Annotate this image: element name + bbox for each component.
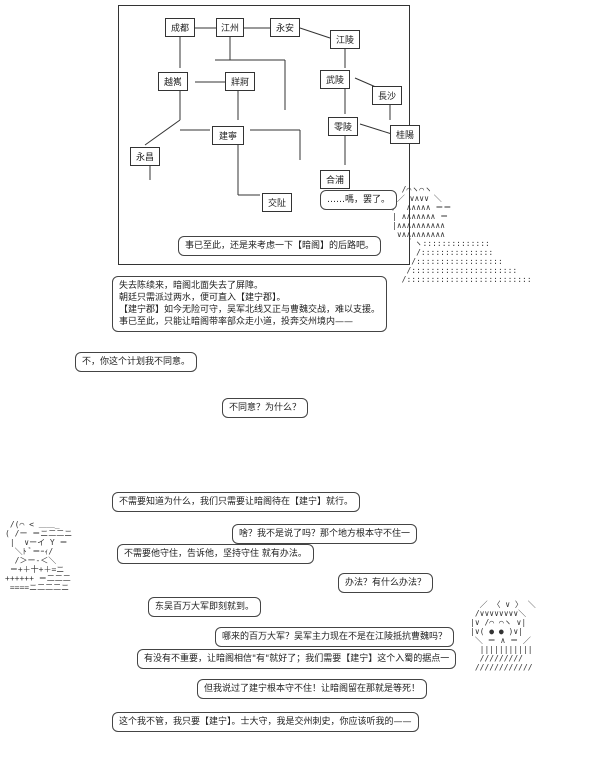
character-art-bottom-right: ／ 〈 ∨ 〉 ＼ /∨∨∨∨∨∨∨∨＼ |∨ /⌒ ⌒ヽ ∨| |∨( ● ●… [470, 600, 536, 672]
speech-bubble: 但我说过了建宁根本守不住！让暗阁留在那就是等死！ [197, 679, 428, 699]
map-node-yongchang: 永昌 [130, 147, 160, 166]
map-node-jianning: 建寧 [212, 126, 244, 145]
speech-bubble: 这个我不管，我只要【建宁】。士大守，我是交州刺史，你应该听我的—— [112, 712, 419, 732]
speech-bubble: 不，你这个计划我不同意。 [75, 352, 198, 372]
map-node-chengdu: 成都 [165, 18, 195, 37]
map-node-changsha: 長沙 [372, 86, 402, 105]
speech-bubble: 不需要他守住，告诉他，坚持守住 就有办法。 [117, 544, 314, 564]
speech-bubble: ……嗎，罢了。 [320, 190, 398, 210]
map-node-jiangling: 江陵 [330, 30, 360, 49]
map-node-lingling: 零陵 [328, 117, 358, 136]
map-node-wuling: 武陵 [320, 70, 350, 89]
speech-bubble: 有没有不重要，让暗阁相信"有"就好了；我们需要【建宁】这个入蜀的据点一 [137, 649, 457, 669]
speech-bubble: 事已至此，还是来考虑一下【暗阁】的后路吧。 [178, 236, 382, 256]
speech-bubble: 哪来的百万大军？吴军主力现在不是在江陵抵抗曹魏吗？ [215, 627, 455, 647]
speech-bubble: 办法？有什么办法？ [338, 573, 434, 593]
map-node-jiaozhi: 交阯 [262, 193, 292, 212]
map-node-guiyang: 桂陽 [390, 125, 420, 144]
speech-bubble: 东吴百万大军即刻就到。 [148, 597, 262, 617]
map-node-yongan: 永安 [270, 18, 300, 37]
speech-bubble: 失去陈续来，暗阁北面失去了屏障。 朝廷只需派过两水，便可直入【建宁郡】。 【建宁… [112, 276, 388, 332]
character-art-top: /⌒ヽ⌒ヽ ／ ∨∧∨∨ ＼ / ∧∧∧∧∧ ＝＝ | ∧∧∧∧∧∧∧ ＝ |∧… [392, 185, 532, 284]
map-node-zangke: 牂牁 [225, 72, 255, 91]
speech-bubble: 不需要知道为什么，我们只需要让暗阁待在【建宁】就行。 [112, 492, 361, 512]
map-node-jiangzhou: 江州 [216, 18, 244, 37]
speech-bubble: 啥？我不是说了吗？那个地方根本守不住一 [232, 524, 418, 544]
map-node-hepu: 合浦 [320, 170, 350, 189]
speech-bubble: 不同意？为什么？ [222, 398, 309, 418]
map-node-yuesui: 越嶲 [158, 72, 188, 91]
character-art-bottom-left: /(⌒ < ＿＿_ ( /ー ＝ニ二二ニ | ∨ーイ Y ＝ ＼ﾄ ﾞ＝ｰｨ/ … [5, 520, 73, 592]
